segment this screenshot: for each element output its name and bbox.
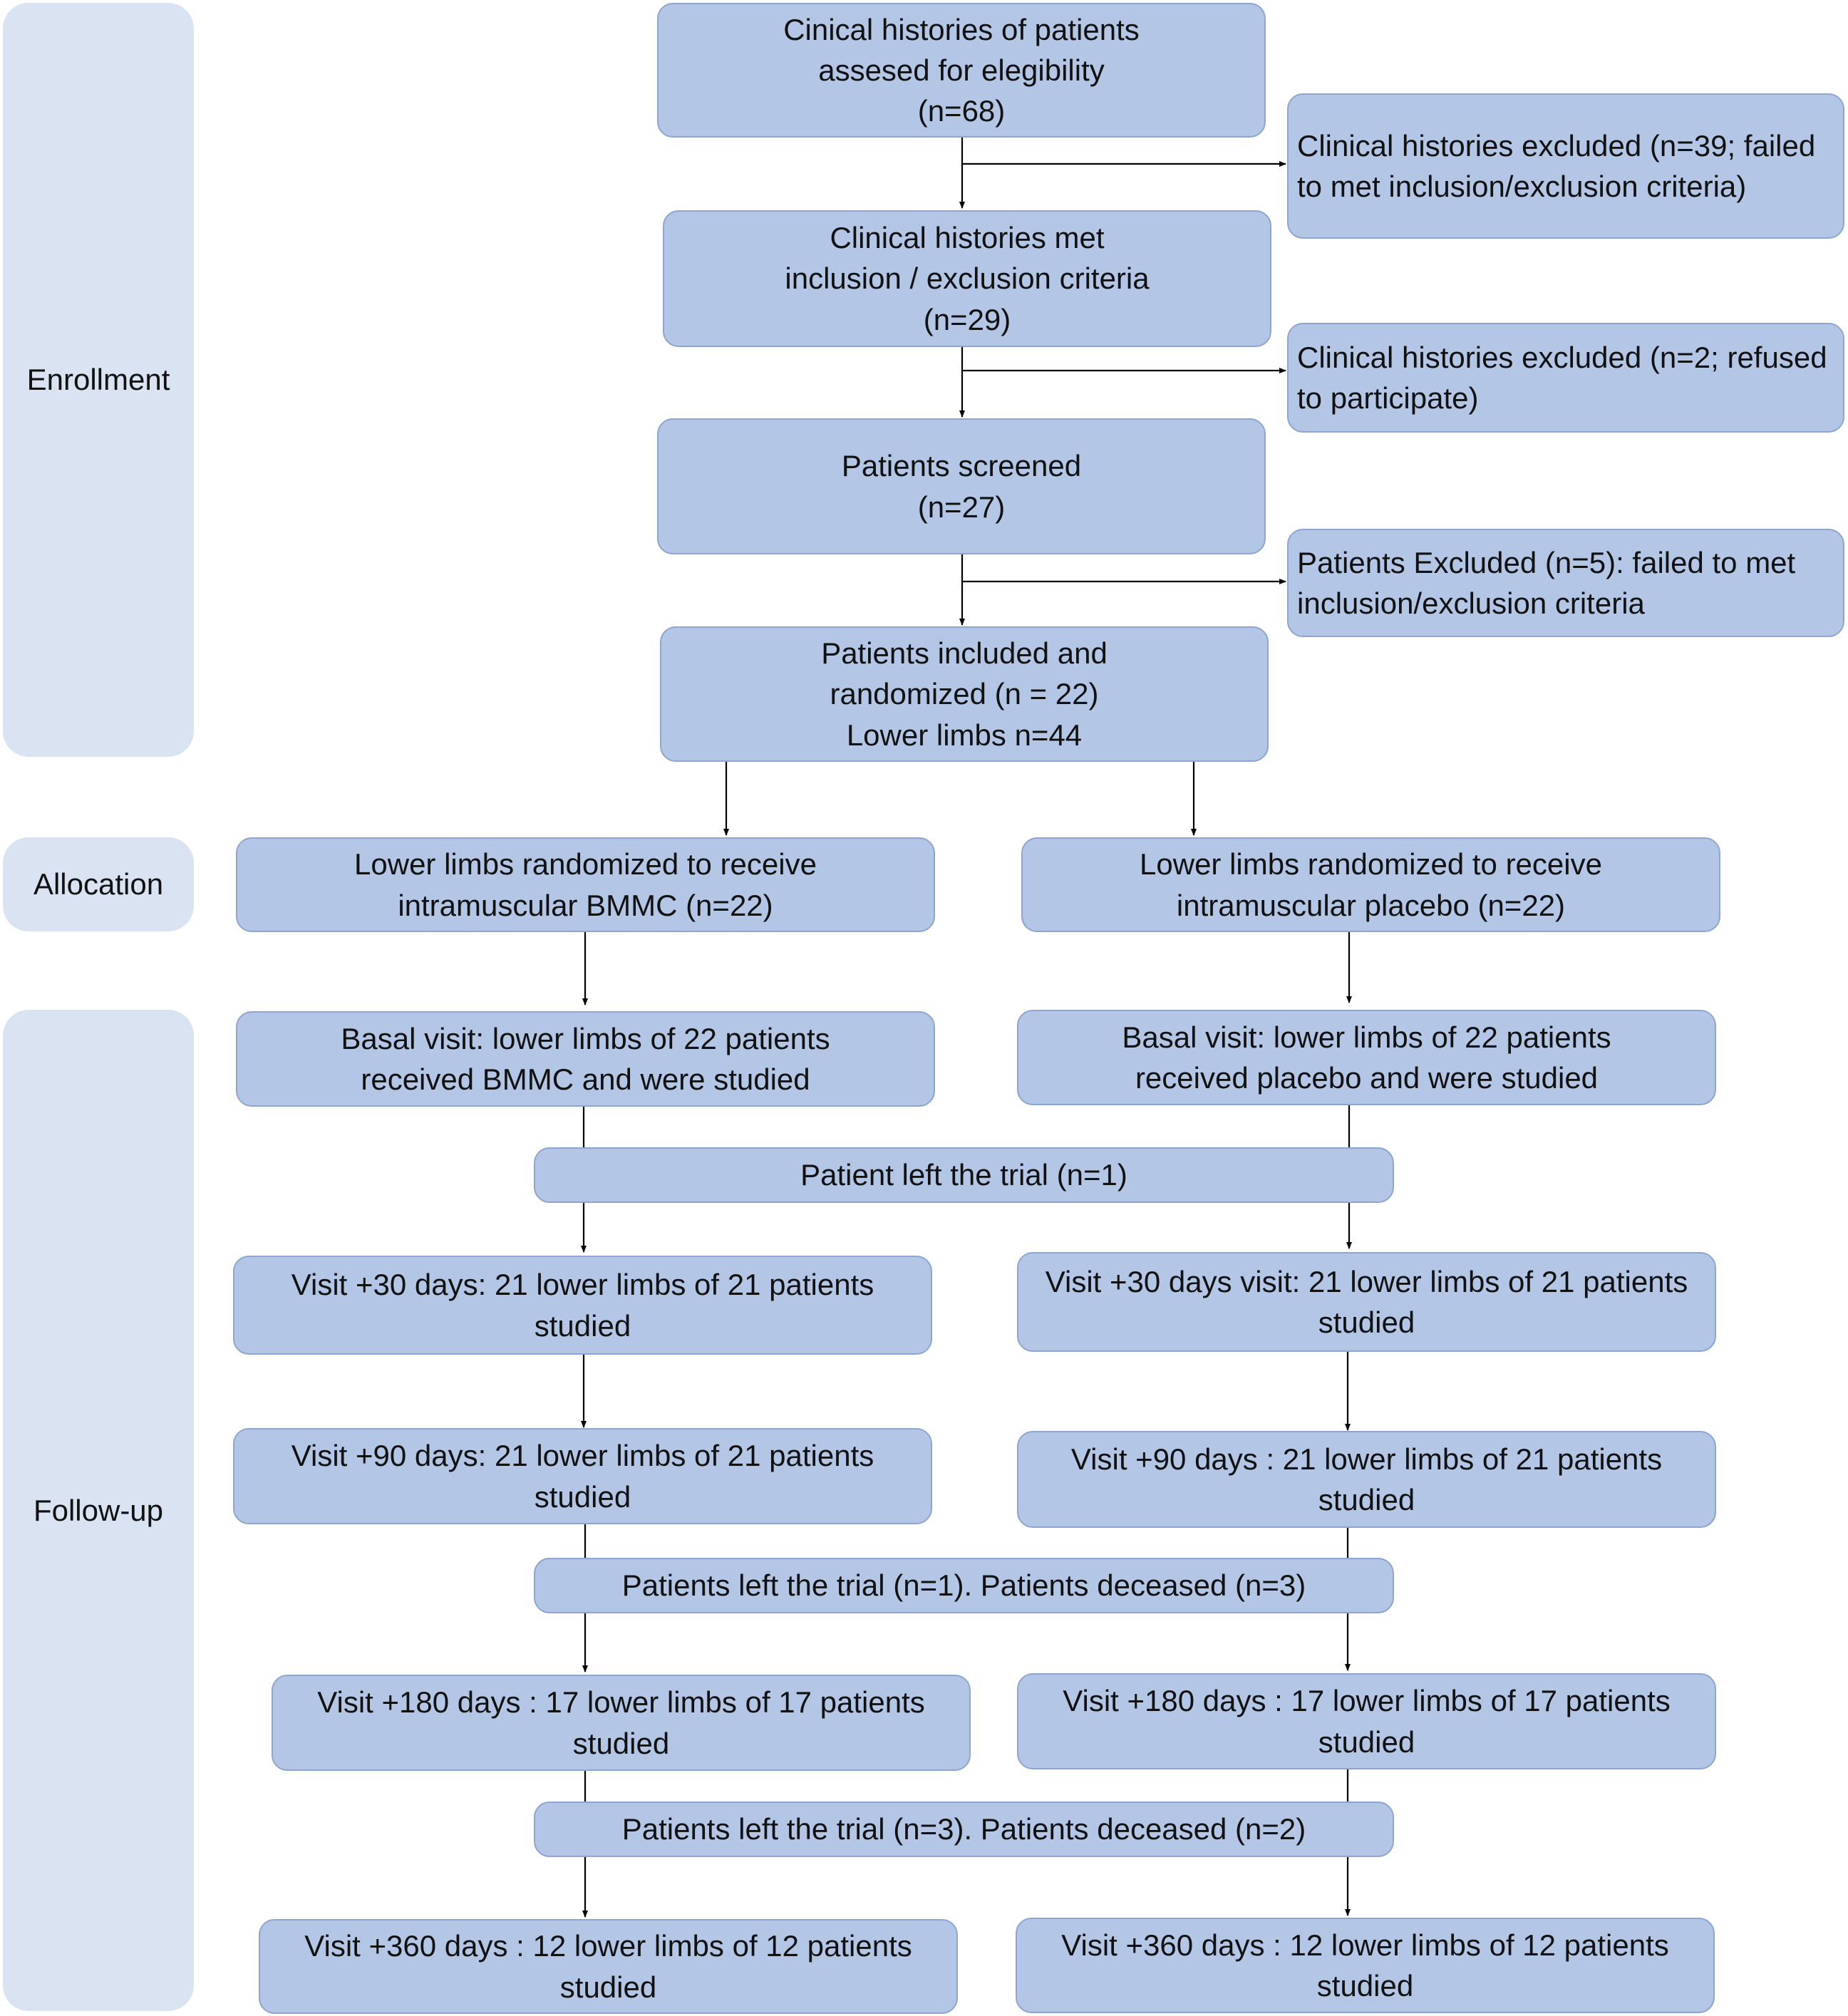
box-v90-placebo: Visit +90 days : 21 lower limbs of 21 pa… — [1017, 1431, 1716, 1528]
box-alloc-bmmc: Lower limbs randomized to receive intram… — [236, 837, 935, 932]
box-v30-placebo: Visit +30 days visit: 21 lower limbs of … — [1017, 1252, 1716, 1352]
box-left-trial-2: Patients left the trial (n=1). Patients … — [534, 1558, 1394, 1613]
phase-followup: Follow-up — [3, 1010, 194, 2011]
box-v30-bmmc: Visit +30 days: 21 lower limbs of 21 pat… — [233, 1256, 932, 1355]
box-left-trial-3: Patients left the trial (n=3). Patients … — [534, 1802, 1394, 1857]
box-alloc-placebo: Lower limbs randomized to receive intram… — [1021, 837, 1720, 932]
box-v360-bmmc: Visit +360 days : 12 lower limbs of 12 p… — [259, 1919, 958, 2014]
box-v180-bmmc: Visit +180 days : 17 lower limbs of 17 p… — [272, 1675, 971, 1771]
box-patients-excluded: Patients Excluded (n=5): failed to met i… — [1287, 529, 1844, 637]
box-basal-bmmc: Basal visit: lower limbs of 22 patients … — [236, 1011, 935, 1107]
box-excluded-refused: Clinical histories excluded (n=2; refuse… — [1287, 323, 1844, 433]
box-patients-screened: Patients screened (n=27) — [657, 418, 1266, 554]
box-left-trial-1: Patient left the trial (n=1) — [534, 1147, 1394, 1203]
box-excluded-criteria: Clinical histories excluded (n=39; faile… — [1287, 93, 1844, 239]
phase-allocation: Allocation — [3, 837, 194, 931]
box-v90-bmmc: Visit +90 days: 21 lower limbs of 21 pat… — [233, 1428, 932, 1524]
phase-enrollment: Enrollment — [3, 3, 194, 757]
box-randomized: Patients included and randomized (n = 22… — [660, 626, 1269, 762]
box-assessed-eligibility: Cinical histories of patients assesed fo… — [657, 3, 1266, 138]
box-v180-placebo: Visit +180 days : 17 lower limbs of 17 p… — [1017, 1673, 1716, 1769]
box-met-criteria: Clinical histories met inclusion / exclu… — [663, 210, 1271, 347]
box-basal-placebo: Basal visit: lower limbs of 22 patients … — [1017, 1010, 1716, 1105]
box-v360-placebo: Visit +360 days : 12 lower limbs of 12 p… — [1016, 1918, 1715, 2013]
